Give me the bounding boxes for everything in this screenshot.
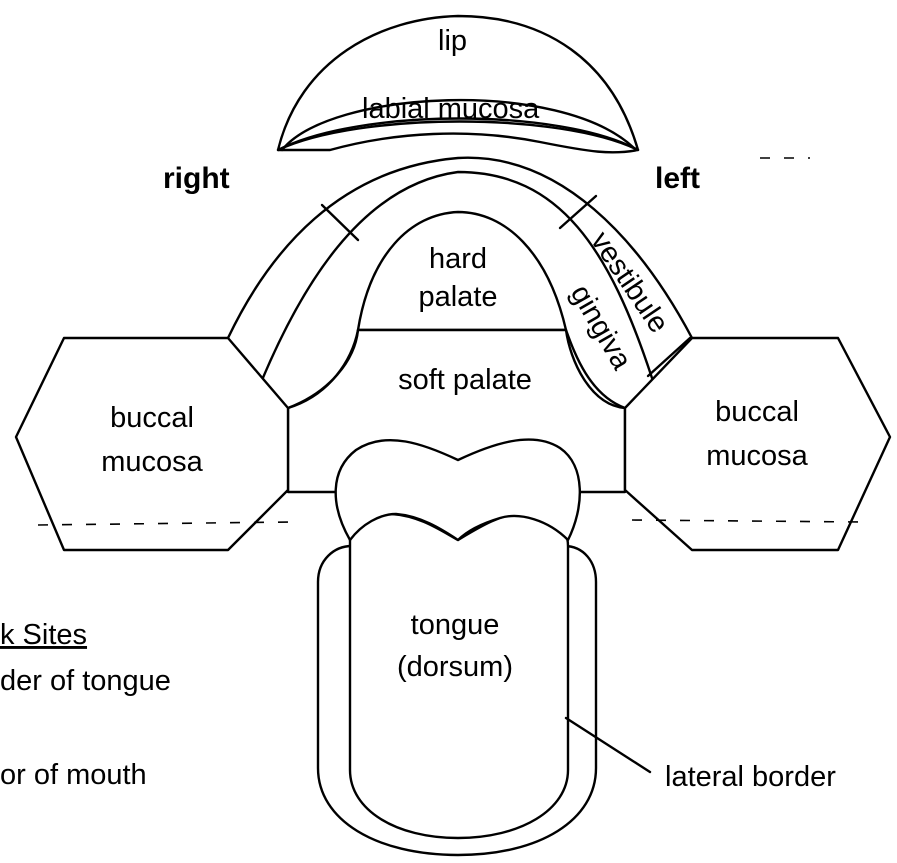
buccal-mucosa-right-label-line1: buccal	[110, 402, 194, 434]
soft-palate-label: soft palate	[398, 364, 532, 396]
legend-heading: k Sites	[0, 619, 87, 651]
hard-palate-label-line2: palate	[418, 281, 497, 313]
buccal-mucosa-left-label-line2: mucosa	[706, 440, 808, 472]
orientation-right-label: right	[163, 162, 230, 195]
labial-mucosa-label: labial mucosa	[362, 93, 540, 125]
tongue-label-line1: tongue	[411, 609, 500, 641]
hard-palate-label-line1: hard	[429, 243, 487, 275]
orientation-left-label: left	[655, 162, 700, 195]
vestibule-divider-right	[560, 196, 596, 228]
vestibule-divider-left	[322, 205, 358, 240]
lateral-border-label: lateral border	[665, 761, 836, 793]
legend-item-1: der of tongue	[0, 665, 171, 697]
tongue-label-line2: (dorsum)	[397, 651, 513, 683]
legend-item-2: or of mouth	[0, 759, 147, 791]
buccal-mucosa-right-region	[16, 338, 288, 550]
buccal-mucosa-left-label-line1: buccal	[715, 396, 799, 428]
lip-label: lip	[438, 25, 467, 57]
buccal-mucosa-right-label-line2: mucosa	[101, 446, 203, 478]
